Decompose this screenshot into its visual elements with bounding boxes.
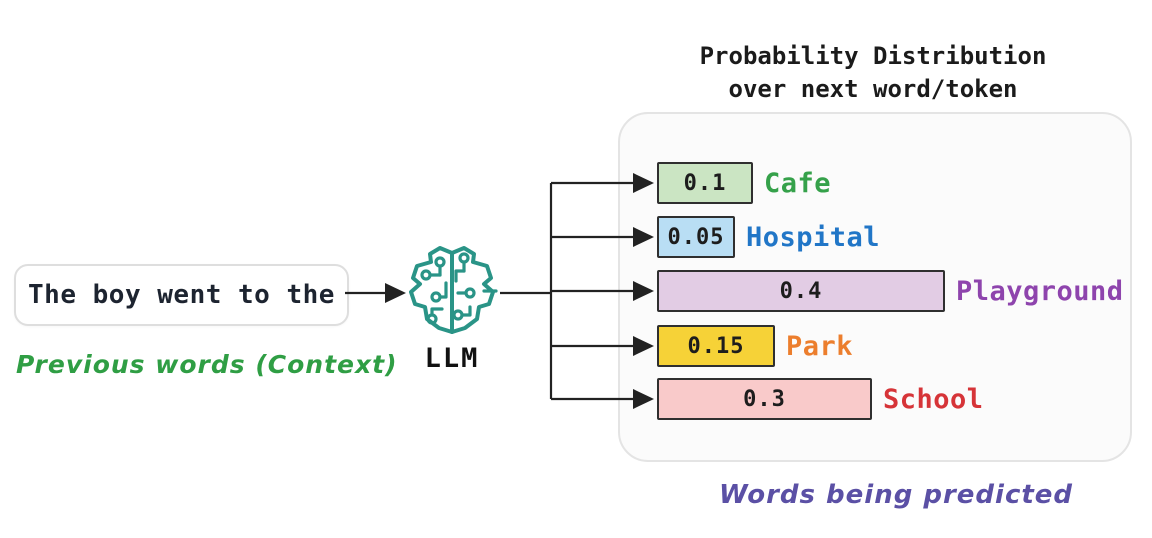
- probability-bar-hospital: 0.05: [657, 216, 735, 258]
- distribution-title: Probability Distribution over next word/…: [618, 40, 1128, 106]
- distribution-title-line1: Probability Distribution: [699, 42, 1047, 70]
- word-label-playground: Playground: [956, 275, 1124, 307]
- bar-row-school: 0.3 School: [657, 378, 984, 420]
- bar-row-hospital: 0.05 Hospital: [657, 216, 880, 258]
- context-box: The boy went to the: [14, 264, 349, 326]
- bar-row-cafe: 0.1 Cafe: [657, 162, 831, 204]
- word-label-hospital: Hospital: [746, 221, 881, 253]
- probability-bar-cafe: 0.1: [657, 162, 753, 204]
- probability-value: 0.1: [683, 170, 727, 196]
- context-label: Previous words (Context): [16, 350, 398, 379]
- context-text: The boy went to the: [28, 280, 335, 310]
- bar-row-park: 0.15 Park: [657, 325, 853, 367]
- bar-row-playground: 0.4 Playground: [657, 270, 1124, 312]
- probability-value: 0.3: [743, 386, 786, 412]
- predicted-words-caption: Words being predicted: [718, 480, 1074, 510]
- probability-value: 0.4: [779, 278, 823, 304]
- llm-label: LLM: [424, 343, 480, 374]
- probability-value: 0.15: [687, 333, 745, 359]
- probability-bar-playground: 0.4: [657, 270, 945, 312]
- distribution-title-line2: over next word/token: [728, 75, 1018, 103]
- probability-bar-park: 0.15: [657, 325, 775, 367]
- word-label-cafe: Cafe: [764, 167, 832, 199]
- probability-value: 0.05: [667, 224, 725, 250]
- word-label-park: Park: [786, 330, 854, 362]
- circuit-brain-icon: [409, 246, 498, 334]
- probability-bar-school: 0.3: [657, 378, 872, 420]
- word-label-school: School: [883, 383, 984, 415]
